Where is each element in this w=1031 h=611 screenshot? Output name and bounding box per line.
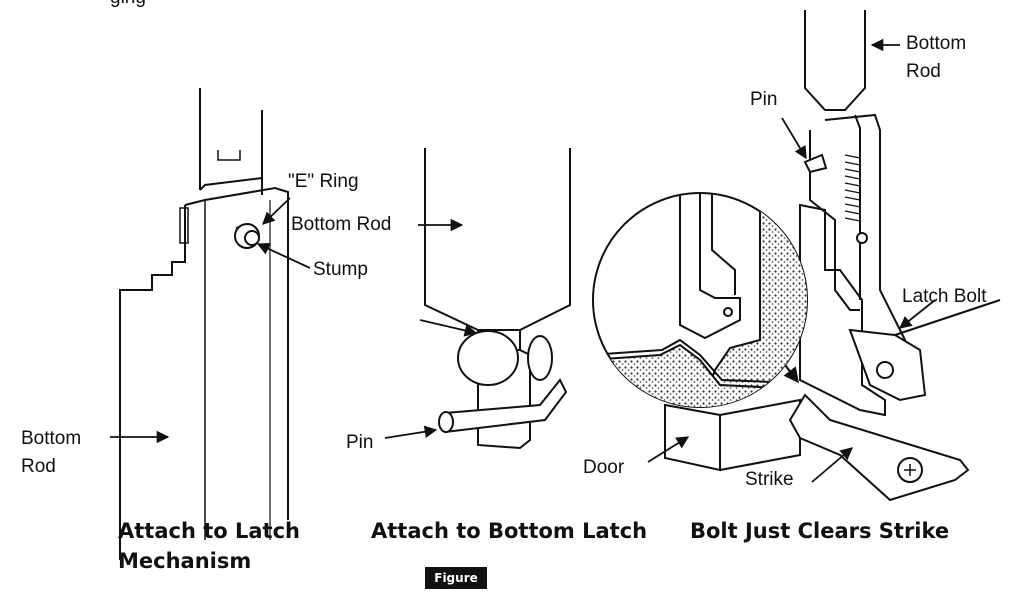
magnified-detail-circle [592,192,808,408]
stump-label: Stump [313,259,368,280]
panel3-drawing [647,10,1001,502]
pin-label: Pin [750,89,778,110]
latch-bolt-label: Latch Bolt [902,286,987,307]
e-ring-label: "E" Ring [288,171,359,192]
caption-bolt-just-clears-strike: Bolt Just Clears Strike [690,519,950,543]
door-label: Door [583,457,625,478]
bottom-rod-label-line1: Bottom [906,33,967,54]
pin-label: Pin [346,432,374,453]
clipped-heading-text: ging [110,0,146,9]
panel1-drawing [110,88,311,560]
strike-label: Strike [745,469,794,490]
bottom-rod-label: Bottom Rod [291,214,392,235]
bottom-rod-label-line2: Rod [906,61,941,82]
panel2-drawing [384,148,571,450]
bottom-rod-label-line2: Rod [21,456,56,477]
figure-label-badge: Figure 15 [425,567,487,607]
caption-attach-to-bottom-latch: Attach to Bottom Latch [371,519,648,543]
bottom-rod-label-line1: Bottom [21,428,82,449]
caption-attach-to-latch-mechanism-line1: Attach to Latch [118,519,300,543]
caption-attach-to-latch-mechanism-line2: Mechanism [118,549,252,573]
